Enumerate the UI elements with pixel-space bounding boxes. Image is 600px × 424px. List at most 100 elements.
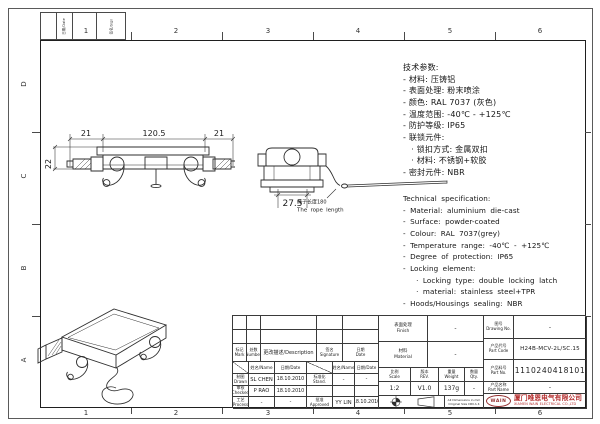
zone-tick — [495, 32, 496, 40]
revision-cell — [233, 316, 247, 330]
drawing-no-value: - — [514, 316, 587, 339]
zone-tick — [222, 32, 223, 40]
label-part-code: 产品代号 Part Code — [484, 339, 514, 360]
zone-tick — [222, 408, 223, 414]
spec-line: · 材料: 不锈钢+软胶 — [403, 156, 487, 166]
dimension-lines — [274, 189, 311, 208]
zone-tick — [131, 32, 132, 40]
dim-label-120-5: 120.5 — [143, 129, 166, 138]
label-process: 工艺 Process — [233, 397, 249, 409]
company-name-cn: 厦门唯恩电气有限公司 — [514, 394, 582, 403]
checked-date: 18.10.2010 — [275, 386, 307, 397]
label-checked: 审核 Checked — [233, 386, 249, 397]
zone-tick — [131, 408, 132, 414]
dim-label-22: 22 — [45, 159, 53, 169]
stand-date: - — [355, 374, 379, 386]
rope-line — [347, 180, 448, 188]
scale-value: 1:2 — [379, 382, 411, 396]
corner-cell-label: 签名/Sign — [109, 18, 114, 34]
spec-line: - 材料: 压铸铝 — [403, 74, 456, 84]
spec-line: - 表面处理: 粉末喷涂 — [403, 86, 481, 96]
isometric-view-drawing — [37, 308, 168, 405]
corner-cell — [73, 13, 97, 39]
revision-cell — [233, 330, 247, 344]
rope-note-en: The rope length — [296, 208, 344, 214]
label-scale: 比例 Scale — [379, 368, 411, 382]
qty-value: - — [465, 382, 484, 396]
spec-line: · Locking type: double locking latch — [403, 275, 558, 285]
zone-letter-left: C — [20, 173, 28, 179]
weight-value: 137g — [439, 382, 465, 396]
company-cell: WAIN 厦门唯恩电气有限公司 XIAMEN WAIN ELECTRICAL C… — [484, 394, 587, 409]
subheader-date-right: 日期/Date — [355, 362, 379, 374]
zone-number-top: 5 — [447, 27, 453, 35]
header-date: 日期 Date — [343, 344, 379, 362]
label-approved: 批准 Approved — [307, 397, 333, 409]
zone-tick — [313, 408, 314, 414]
spec-line: - 联锁元件: — [403, 132, 445, 142]
label-weight: 重量 Weight — [439, 368, 465, 382]
corner-filing-strip: 日期/Date 签名/Sign — [40, 12, 126, 40]
label-drawn: 制图 Drawn — [233, 374, 249, 386]
label-standardized: 标准化 Stand. — [307, 374, 333, 386]
zone-number-top: 3 — [265, 27, 271, 35]
revision-cell — [247, 330, 261, 344]
title-block: 标记 Mark 处数 Number 更改描述/Description 签名 Si… — [232, 315, 587, 409]
process-name: - — [249, 397, 275, 409]
zone-tick — [404, 32, 405, 40]
spec-line: - Hoods/Housings sealing: NBR — [403, 298, 523, 308]
corner-cell — [41, 13, 57, 39]
zone-number-bottom: 4 — [355, 409, 361, 417]
finish-value: - — [428, 316, 484, 342]
wain-logo: WAIN — [486, 395, 511, 407]
revision-cell — [261, 330, 317, 344]
corner-cell: 日期/Date — [57, 13, 73, 39]
side-view-drawing: 21 120.5 21 22 — [45, 129, 235, 189]
rev-value: V1.0 — [411, 382, 439, 396]
zone-number-bottom: 6 — [537, 409, 543, 417]
revision-cell — [247, 316, 261, 330]
spec-line: - Surface: powder-coated — [403, 217, 500, 227]
part-name-value: - — [514, 382, 587, 394]
part-code-value: H24B-MCV-2L/SC.15 — [514, 339, 587, 360]
front-view-geometry — [257, 147, 448, 208]
spec-line: - Material: aluminium die-cast — [403, 205, 520, 215]
zone-tick — [585, 224, 591, 225]
projection-symbols-cell — [379, 396, 445, 409]
spec-line: · 锁扣方式: 金属双扣 — [403, 144, 488, 154]
spec-line: - 温度范围: -40℃ - +125℃ — [403, 109, 511, 119]
approved-name: YY LIN — [333, 397, 355, 409]
front-view-drawing: 27.5 绳子长度180 The rope length — [257, 147, 448, 214]
company-names: 厦门唯恩电气有限公司 XIAMEN WAIN ELECTRICAL CO.,LT… — [514, 394, 582, 407]
spec-line: - 防护等级: IP65 — [403, 121, 466, 131]
register-mark-icon — [389, 396, 402, 408]
zone-number-top: 6 — [537, 27, 543, 35]
revision-cell — [317, 316, 343, 330]
drawn-name: SL CHEN — [249, 374, 275, 386]
zone-tick — [32, 316, 40, 317]
dim-label-21-right: 21 — [214, 129, 224, 138]
header-description: 更改描述/Description — [261, 344, 317, 362]
corner-cell: 签名/Sign — [97, 13, 127, 39]
blank-cell — [333, 386, 355, 397]
leader-line — [326, 188, 337, 199]
blank-cell — [355, 386, 379, 397]
header-mark: 标记 Mark — [233, 344, 247, 362]
zone-tick — [495, 408, 496, 414]
header-number: 处数 Number — [247, 344, 261, 362]
subheader-name-left: 姓名/Name — [249, 362, 275, 374]
zone-number-bottom: 1 — [83, 409, 89, 417]
label-part-no: 产品料号 Part No. — [484, 360, 514, 382]
label-part-name: 产品名称 Part Name — [484, 382, 514, 394]
label-qty: 数量 Qty. — [465, 368, 484, 382]
dimension-lines — [52, 134, 235, 172]
zone-tick — [32, 132, 40, 133]
material-value: - — [428, 342, 484, 368]
zone-tick — [32, 224, 40, 225]
zone-letter-left: B — [20, 265, 28, 271]
spec-line: - Locking element: — [403, 263, 476, 273]
zone-number-bottom: 5 — [447, 409, 453, 417]
spec-line: - Degree of protection: IP65 — [403, 252, 514, 262]
header-signature: 签名 Signature — [317, 344, 343, 362]
